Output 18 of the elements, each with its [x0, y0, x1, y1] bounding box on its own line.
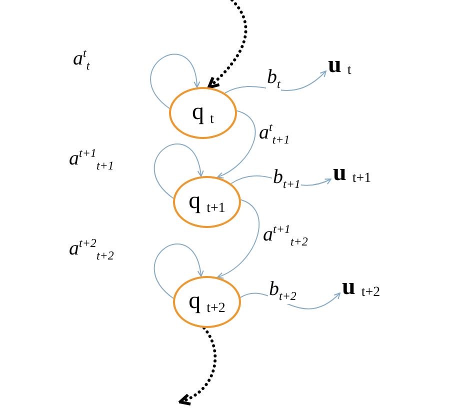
arrow [150, 54, 200, 109]
dotted-arrow [207, 0, 248, 89]
observation-label: u $_{t+1}$ [333, 160, 372, 187]
state-label: q $_{t}$ [192, 98, 214, 128]
state-ellipse [173, 176, 241, 228]
observation-label: u $_{t}$ [328, 52, 352, 79]
state-label: q $_{t+1}$ [188, 188, 226, 216]
observation-label: u $_{t+2}$ [342, 274, 380, 301]
state-ellipse [173, 276, 241, 328]
state-ellipse [169, 87, 237, 139]
arrow [154, 144, 204, 199]
arrow [216, 110, 256, 178]
dotted-arrow [178, 326, 217, 405]
edge-label: b$_{t}$ [266, 66, 282, 92]
edge-label: b$_{t+2}$ [268, 278, 298, 304]
arrow [154, 244, 204, 299]
arrow [216, 199, 260, 278]
state-label: q $_{t+2}$ [188, 288, 226, 316]
